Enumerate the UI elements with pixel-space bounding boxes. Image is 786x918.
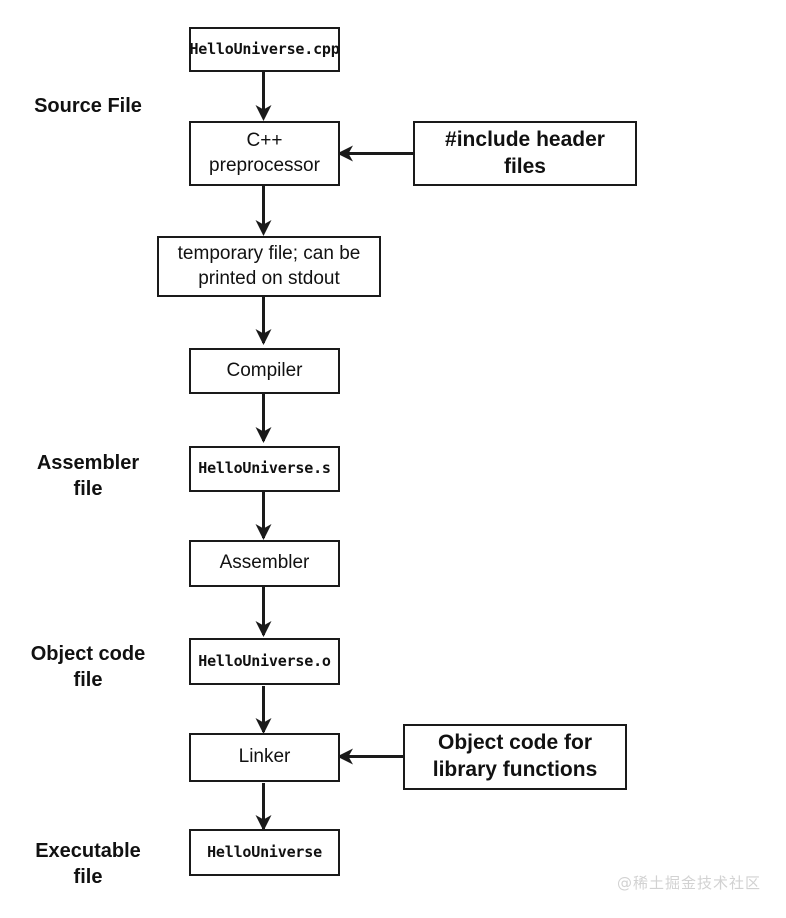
node-object-code-library[interactable]: Object code for library functions (403, 724, 627, 790)
edge-preprocessor-to-temp-line (262, 186, 265, 228)
stage-label-executable-file: Executable file (35, 840, 141, 889)
edge-temp-to-compiler-line (262, 297, 265, 343)
edge-headers-to-preprocessor-arrowhead (336, 145, 353, 162)
node-hellouniverse-cpp[interactable]: HelloUniverse.cpp (189, 27, 340, 72)
edge-obj-file-to-linker-arrowhead (255, 718, 272, 735)
edge-library-to-linker-arrowhead (336, 748, 353, 765)
edge-linker-to-executable-line (262, 783, 265, 829)
edge-assembler-to-obj-file-arrowhead (255, 621, 272, 638)
edge-headers-to-preprocessor-line (348, 152, 415, 155)
edge-asm-file-to-assembler-arrowhead (255, 524, 272, 541)
edge-linker-to-executable-arrowhead (255, 815, 272, 832)
node-include-header-files[interactable]: #include header files (413, 121, 637, 186)
node-hellouniverse[interactable]: HelloUniverse (189, 829, 340, 876)
stage-label-object-code-file: Object code file (30, 643, 146, 692)
node-temporary-file[interactable]: temporary file; can be printed on stdout (157, 236, 381, 297)
edge-cpp-to-preprocessor-arrowhead (255, 105, 272, 122)
edge-compiler-to-asm-file-arrowhead (255, 427, 272, 444)
edge-library-to-linker-line (348, 755, 405, 758)
stage-label-source-file: Source File (34, 95, 142, 117)
watermark: @稀土掘金技术社区 (617, 874, 762, 892)
node-linker[interactable]: Linker (189, 733, 340, 782)
edge-temp-to-compiler-arrowhead (255, 329, 272, 346)
edge-obj-file-to-linker-line (262, 686, 265, 732)
edge-assembler-to-obj-file-line (262, 587, 265, 635)
node-hellouniverse-o[interactable]: HelloUniverse.o (189, 638, 340, 685)
node-hellouniverse-s[interactable]: HelloUniverse.s (189, 446, 340, 492)
node-assembler[interactable]: Assembler (189, 540, 340, 587)
edge-cpp-to-preprocessor-line (262, 71, 265, 113)
edge-compiler-to-asm-file-line (262, 393, 265, 441)
edge-preprocessor-to-temp-arrowhead (255, 220, 272, 237)
stage-label-assembler-file: Assembler file (36, 452, 140, 501)
node-cpp-preprocessor[interactable]: C++ preprocessor (189, 121, 340, 186)
node-compiler[interactable]: Compiler (189, 348, 340, 394)
edge-asm-file-to-assembler-line (262, 492, 265, 538)
